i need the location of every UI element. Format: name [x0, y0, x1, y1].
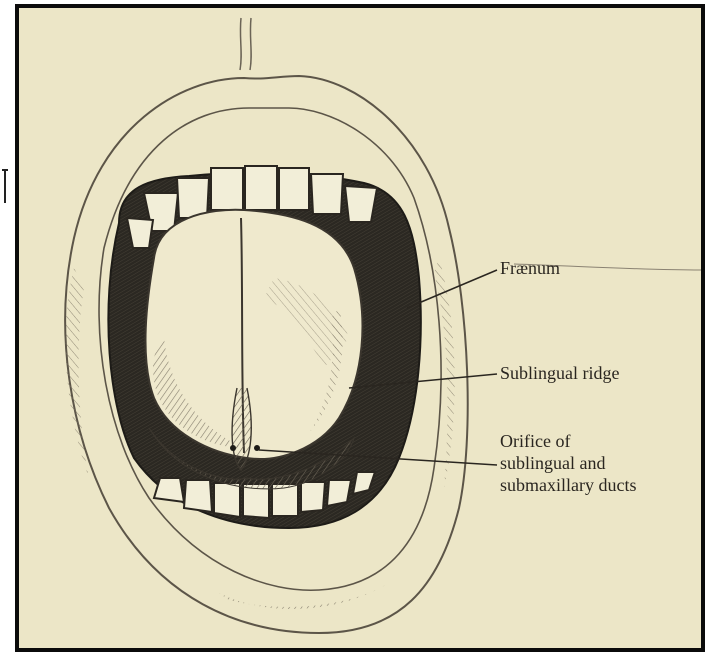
figure-frame: Frænum Sublingual ridge Orifice of subli… — [15, 4, 705, 652]
label-orifice-line-3: submaxillary ducts — [500, 475, 636, 497]
philtrum-lines — [240, 18, 251, 70]
label-orifice-line-1: Orifice of — [500, 431, 636, 453]
margin-mark — [0, 165, 10, 205]
label-sublingual-ridge: Sublingual ridge — [500, 363, 620, 385]
label-orifice-line-2: sublingual and — [500, 453, 636, 475]
duct-orifice-left — [230, 445, 236, 451]
mouth-illustration — [19, 8, 701, 648]
label-fraenum: Frænum — [500, 258, 560, 280]
label-orifice: Orifice of sublingual and submaxillary d… — [500, 431, 636, 497]
